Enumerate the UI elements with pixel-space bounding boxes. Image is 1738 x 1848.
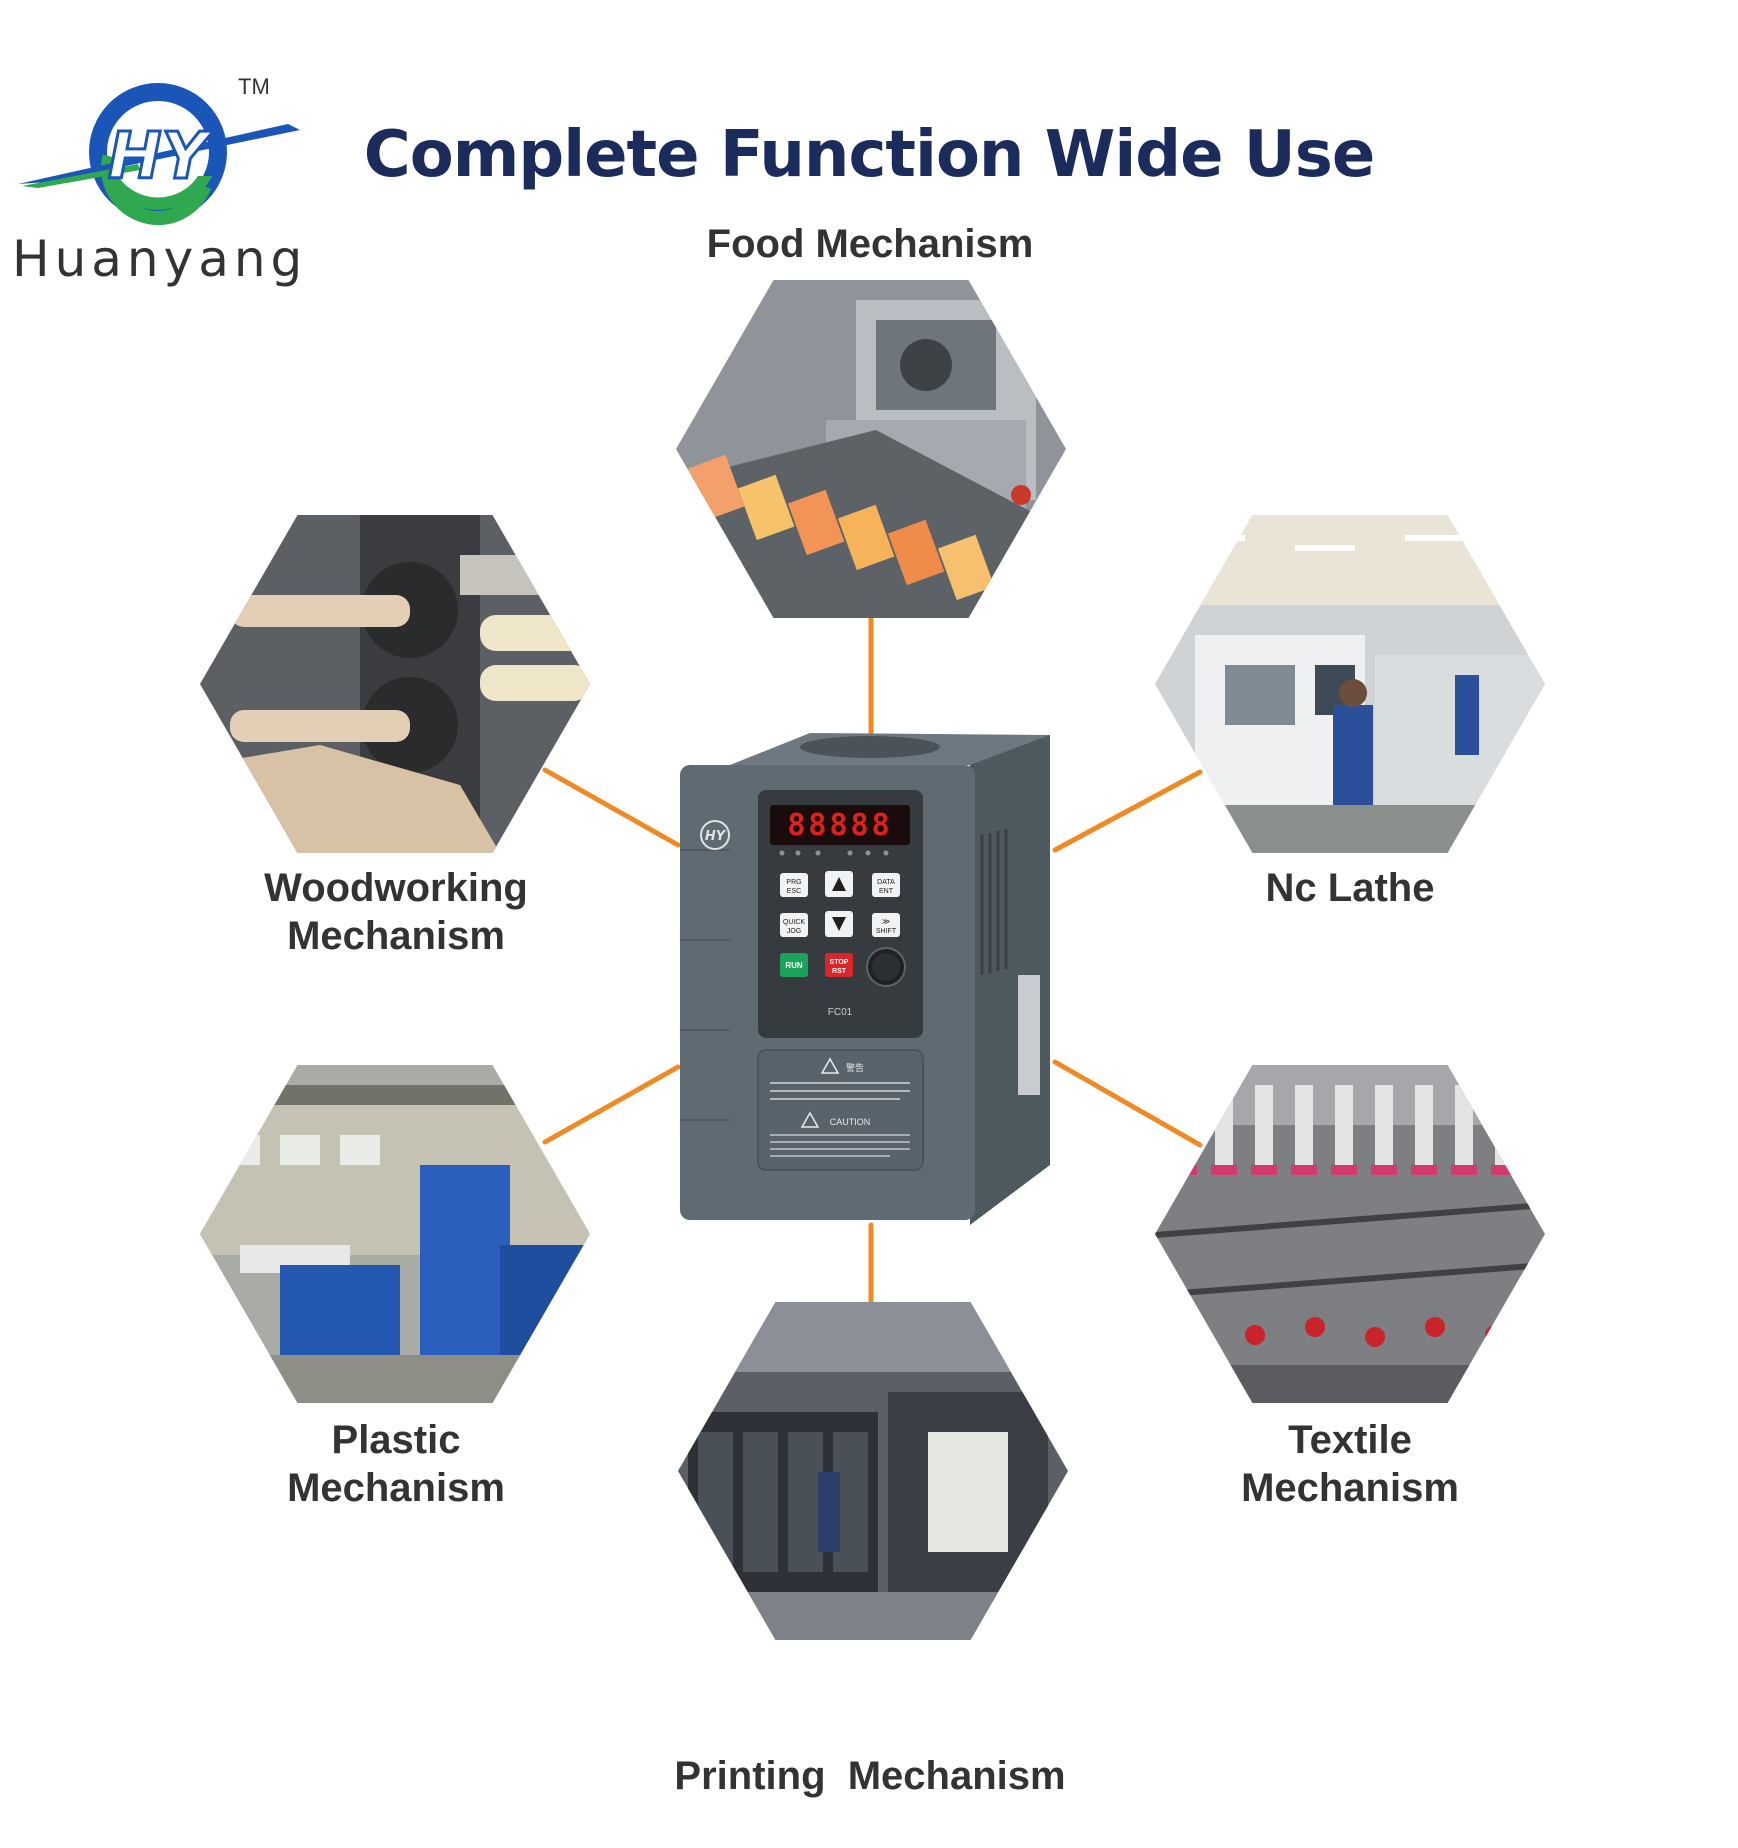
chevron-right-icon: ≫ xyxy=(882,917,890,926)
prg-esc-key[interactable]: PRG ESC xyxy=(780,873,808,897)
label-line: Nc Lathe xyxy=(1265,866,1435,910)
side-label-sticker xyxy=(1018,975,1040,1095)
side-vents xyxy=(980,829,1008,975)
speed-knob[interactable] xyxy=(866,947,906,987)
label-food-mechanism: Food Mechanism xyxy=(620,220,1120,268)
up-arrow-icon xyxy=(832,877,846,891)
stop-button xyxy=(1011,485,1031,505)
connector-group xyxy=(542,615,1203,1305)
key-label: QUICK xyxy=(783,919,806,926)
logo-green-ring-lower xyxy=(101,111,215,225)
factory-wall xyxy=(200,1105,590,1255)
quick-jog-key[interactable]: QUICK JOG xyxy=(780,913,808,937)
label-nc-lathe: Nc Lathe xyxy=(1150,864,1550,912)
workpiece-upper xyxy=(230,595,410,627)
key-label: RUN xyxy=(785,961,803,970)
pink-bands xyxy=(1171,1165,1517,1175)
key-label: PRG xyxy=(786,879,801,886)
blue-machine-left xyxy=(280,1265,400,1355)
steel-beam xyxy=(200,1085,590,1105)
operator xyxy=(818,1472,840,1552)
operator-head xyxy=(1339,679,1367,707)
label-line: Textile xyxy=(1288,1418,1412,1462)
label-line: Mechanism xyxy=(287,1466,505,1510)
food-mechanism-photo xyxy=(676,280,1066,618)
connector-plastic xyxy=(542,1064,681,1145)
label-woodworking-mechanism: Woodworking Mechanism xyxy=(196,864,596,960)
logo-green-arc xyxy=(104,176,212,210)
warning-triangle-icon xyxy=(820,1057,840,1074)
label-line: Woodworking xyxy=(264,866,528,910)
blue-machine-tower xyxy=(420,1165,510,1365)
connector-textile xyxy=(1052,1059,1203,1148)
drafting-arms xyxy=(1155,1202,1545,1298)
food-packets xyxy=(687,454,995,601)
key-label: DATA xyxy=(877,879,895,886)
label-printing-mechanism: Printing Mechanism xyxy=(570,1656,1170,1848)
key-label: ESC xyxy=(787,888,801,895)
up-arrow-key[interactable] xyxy=(825,871,853,897)
huanyang-logo: HY TM xyxy=(18,74,300,225)
front-logo-badge xyxy=(700,820,730,850)
status-indicators xyxy=(779,850,889,856)
connector-nc-lathe xyxy=(1052,769,1203,853)
cooling-fan xyxy=(800,736,940,758)
logo-monogram: HY xyxy=(108,120,214,194)
key-label: STOP xyxy=(830,959,849,966)
plastic-line-scene xyxy=(200,1065,590,1403)
label-line: Mechanism xyxy=(1241,1466,1459,1510)
headline: Complete Function Wide Use xyxy=(363,118,1376,192)
logo-swoosh-green xyxy=(22,164,140,188)
key-label: RST xyxy=(832,968,847,975)
warning-label xyxy=(757,1049,924,1171)
operator-body xyxy=(1333,705,1373,805)
warning-text-lines xyxy=(770,1082,910,1100)
workpiece-lower xyxy=(230,710,410,742)
warning-title: 警告 xyxy=(846,1062,864,1074)
key-label: JOG xyxy=(787,928,801,935)
key-label: ENT xyxy=(879,888,894,895)
key-label: SHIFT xyxy=(876,928,897,935)
frequency-inverter-device: HY 88888 PRG ESC DATA ENT QUICK JOG ≫ SH… xyxy=(680,733,1050,1225)
label-line: Food Mechanism xyxy=(706,222,1034,266)
brand-name: Huanyang xyxy=(12,230,308,288)
caution-triangle-icon xyxy=(800,1111,820,1128)
cnc-window xyxy=(1225,665,1295,725)
label-line: Plastic xyxy=(331,1418,461,1462)
operator-2 xyxy=(1455,675,1479,755)
label-textile-mechanism: Textile Mechanism xyxy=(1150,1416,1550,1512)
roller xyxy=(900,339,952,391)
down-arrow-icon xyxy=(832,917,846,931)
logo-swoosh xyxy=(18,124,300,184)
connector-woodworking xyxy=(542,767,681,848)
label-line: Printing Mechanism xyxy=(674,1754,1066,1798)
run-key[interactable]: RUN xyxy=(780,953,808,977)
food-packaging-scene xyxy=(676,280,1066,618)
led-display xyxy=(770,805,910,845)
label-plastic-mechanism: Plastic Mechanism xyxy=(196,1416,596,1512)
shift-key[interactable]: ≫ SHIFT xyxy=(872,913,900,937)
data-ent-key[interactable]: DATA ENT xyxy=(872,873,900,897)
down-arrow-key[interactable] xyxy=(825,911,853,937)
plastic-mechanism-photo xyxy=(200,1065,590,1403)
front-ribs xyxy=(680,849,730,1121)
label-line: Mechanism xyxy=(287,914,505,958)
connector-lines xyxy=(542,615,1203,1305)
caution-title: CAUTION xyxy=(830,1117,871,1127)
caution-text-lines xyxy=(770,1134,910,1157)
paper-stack xyxy=(928,1432,1008,1552)
stop-rst-key[interactable]: STOP RST xyxy=(825,953,853,977)
led-display-digits: 88888 xyxy=(787,808,892,843)
dowel-lower xyxy=(480,665,590,701)
front-logo-monogram: HY xyxy=(705,829,727,844)
model-label: FC01 xyxy=(828,1007,853,1018)
trademark-mark: TM xyxy=(238,74,270,99)
